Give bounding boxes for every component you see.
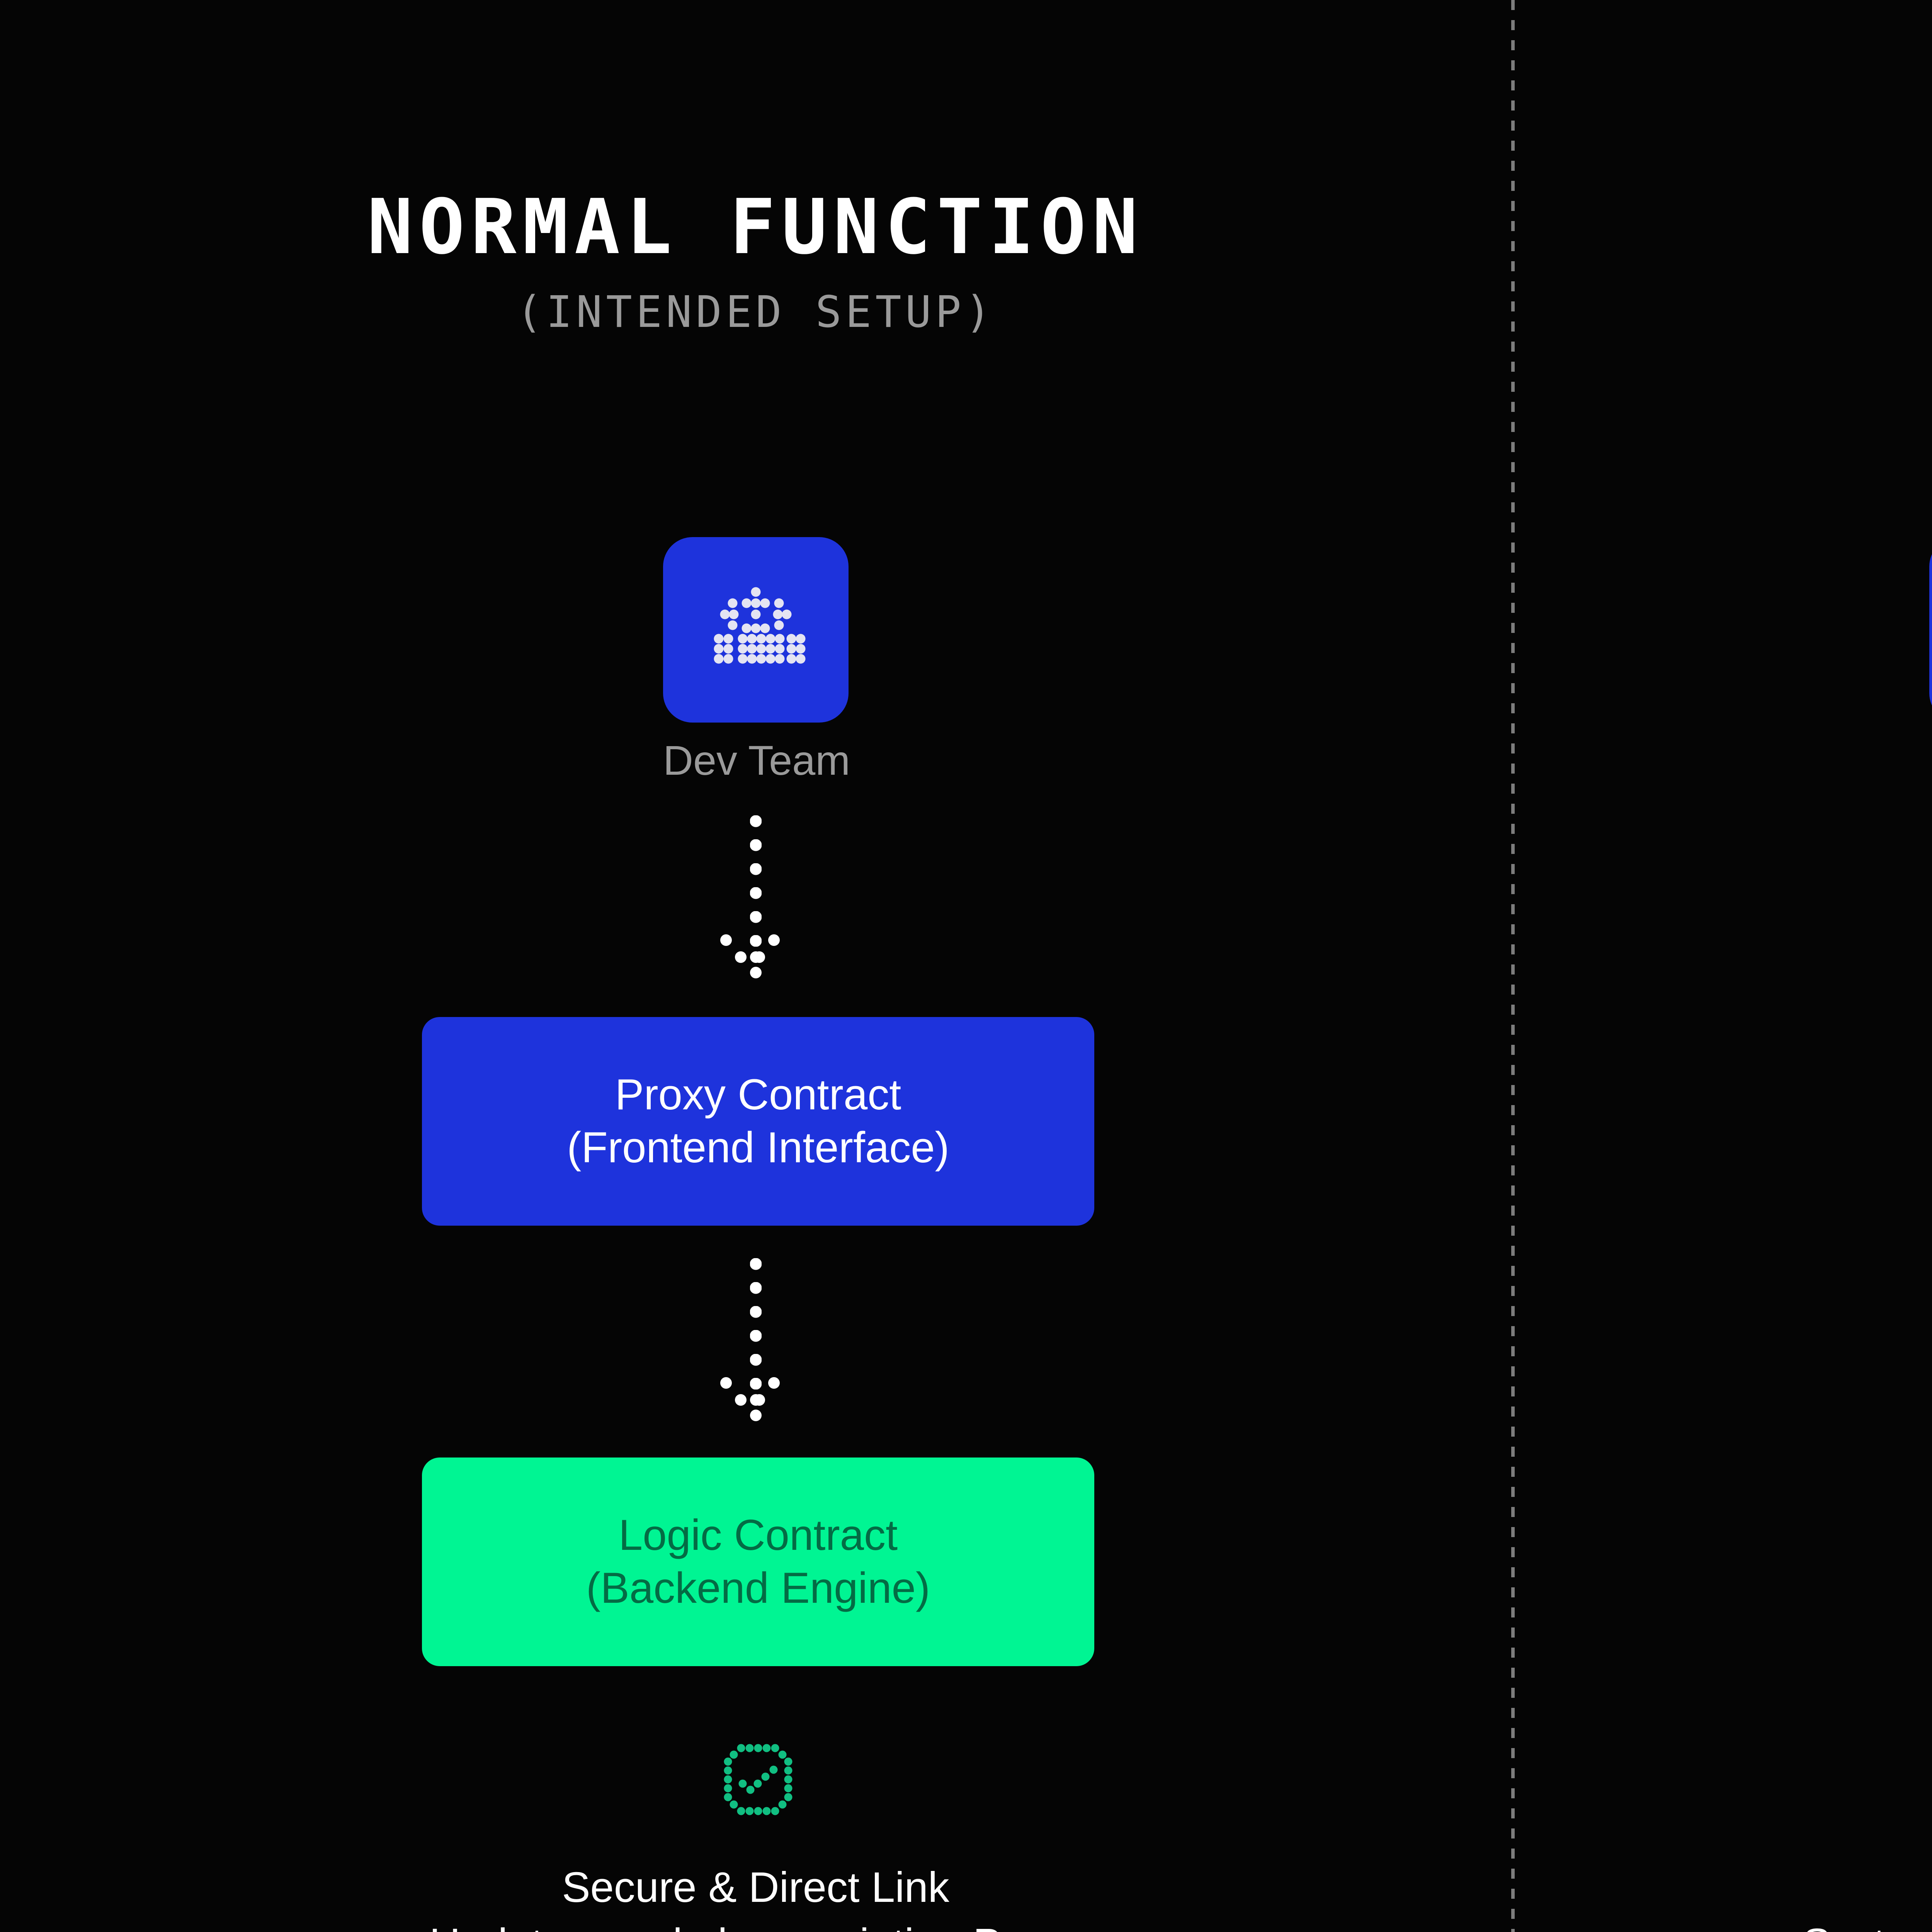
right-outcome-line2: System works but Attacker observes and c… [1511,1916,1932,1932]
dev-team-dotted-icon [714,587,806,664]
panel-normal-function: NORMAL FUNCTION (INTENDED SETUP) [0,189,1511,1932]
left-box-proxy-contract[interactable]: Proxy Contract (Frontend Interface) [422,1017,1094,1226]
left-box-logic-line2: (Backend Engine) [586,1564,930,1612]
check-circle-dotted-icon [709,1739,802,1832]
dev-team-tile [663,537,849,723]
left-box-proxy-line2: (Frontend Interface) [567,1123,949,1172]
left-box-logic-line1: Logic Contract [618,1511,898,1560]
right-panel-subtitle: (HIJACKED SETUP) [1511,291,1932,334]
right-outcome: Silent Infiltration System works but Att… [1511,1739,1932,1932]
left-outcome: Secure & Direct Link Updates made by rep… [0,1739,1511,1932]
dev-team-tile-right [1929,537,1932,723]
left-box-logic-contract[interactable]: Logic Contract (Backend Engine) [422,1458,1094,1666]
right-outcome-line1: Silent Infiltration [1511,1859,1932,1916]
left-outcome-line2: Updates made by repointing Proxy [0,1916,1511,1932]
left-header: NORMAL FUNCTION (INTENDED SETUP) [0,189,1511,334]
left-panel-subtitle: (INTENDED SETUP) [516,287,995,337]
left-actor-dev-team[interactable]: Dev Team [663,537,850,784]
right-actor-dev-team[interactable]: Dev Team [1929,537,1932,781]
left-actor-label: Dev Team [663,737,850,784]
left-outcome-line1: Secure & Direct Link [562,1864,949,1911]
panel-divider [1511,0,1515,1932]
left-box-proxy-line1: Proxy Contract [615,1070,901,1119]
left-panel-title: NORMAL FUNCTION [367,183,1144,271]
right-header: CPIMP ATTACK (HIJACKED SETUP) [1511,189,1932,334]
right-actor-devteam-label: Dev Team [1929,740,1932,781]
panel-cpimp-attack: CPIMP ATTACK (HIJACKED SETUP) [1511,0,1932,1932]
right-panel-title: CPIMP ATTACK [1511,189,1932,265]
